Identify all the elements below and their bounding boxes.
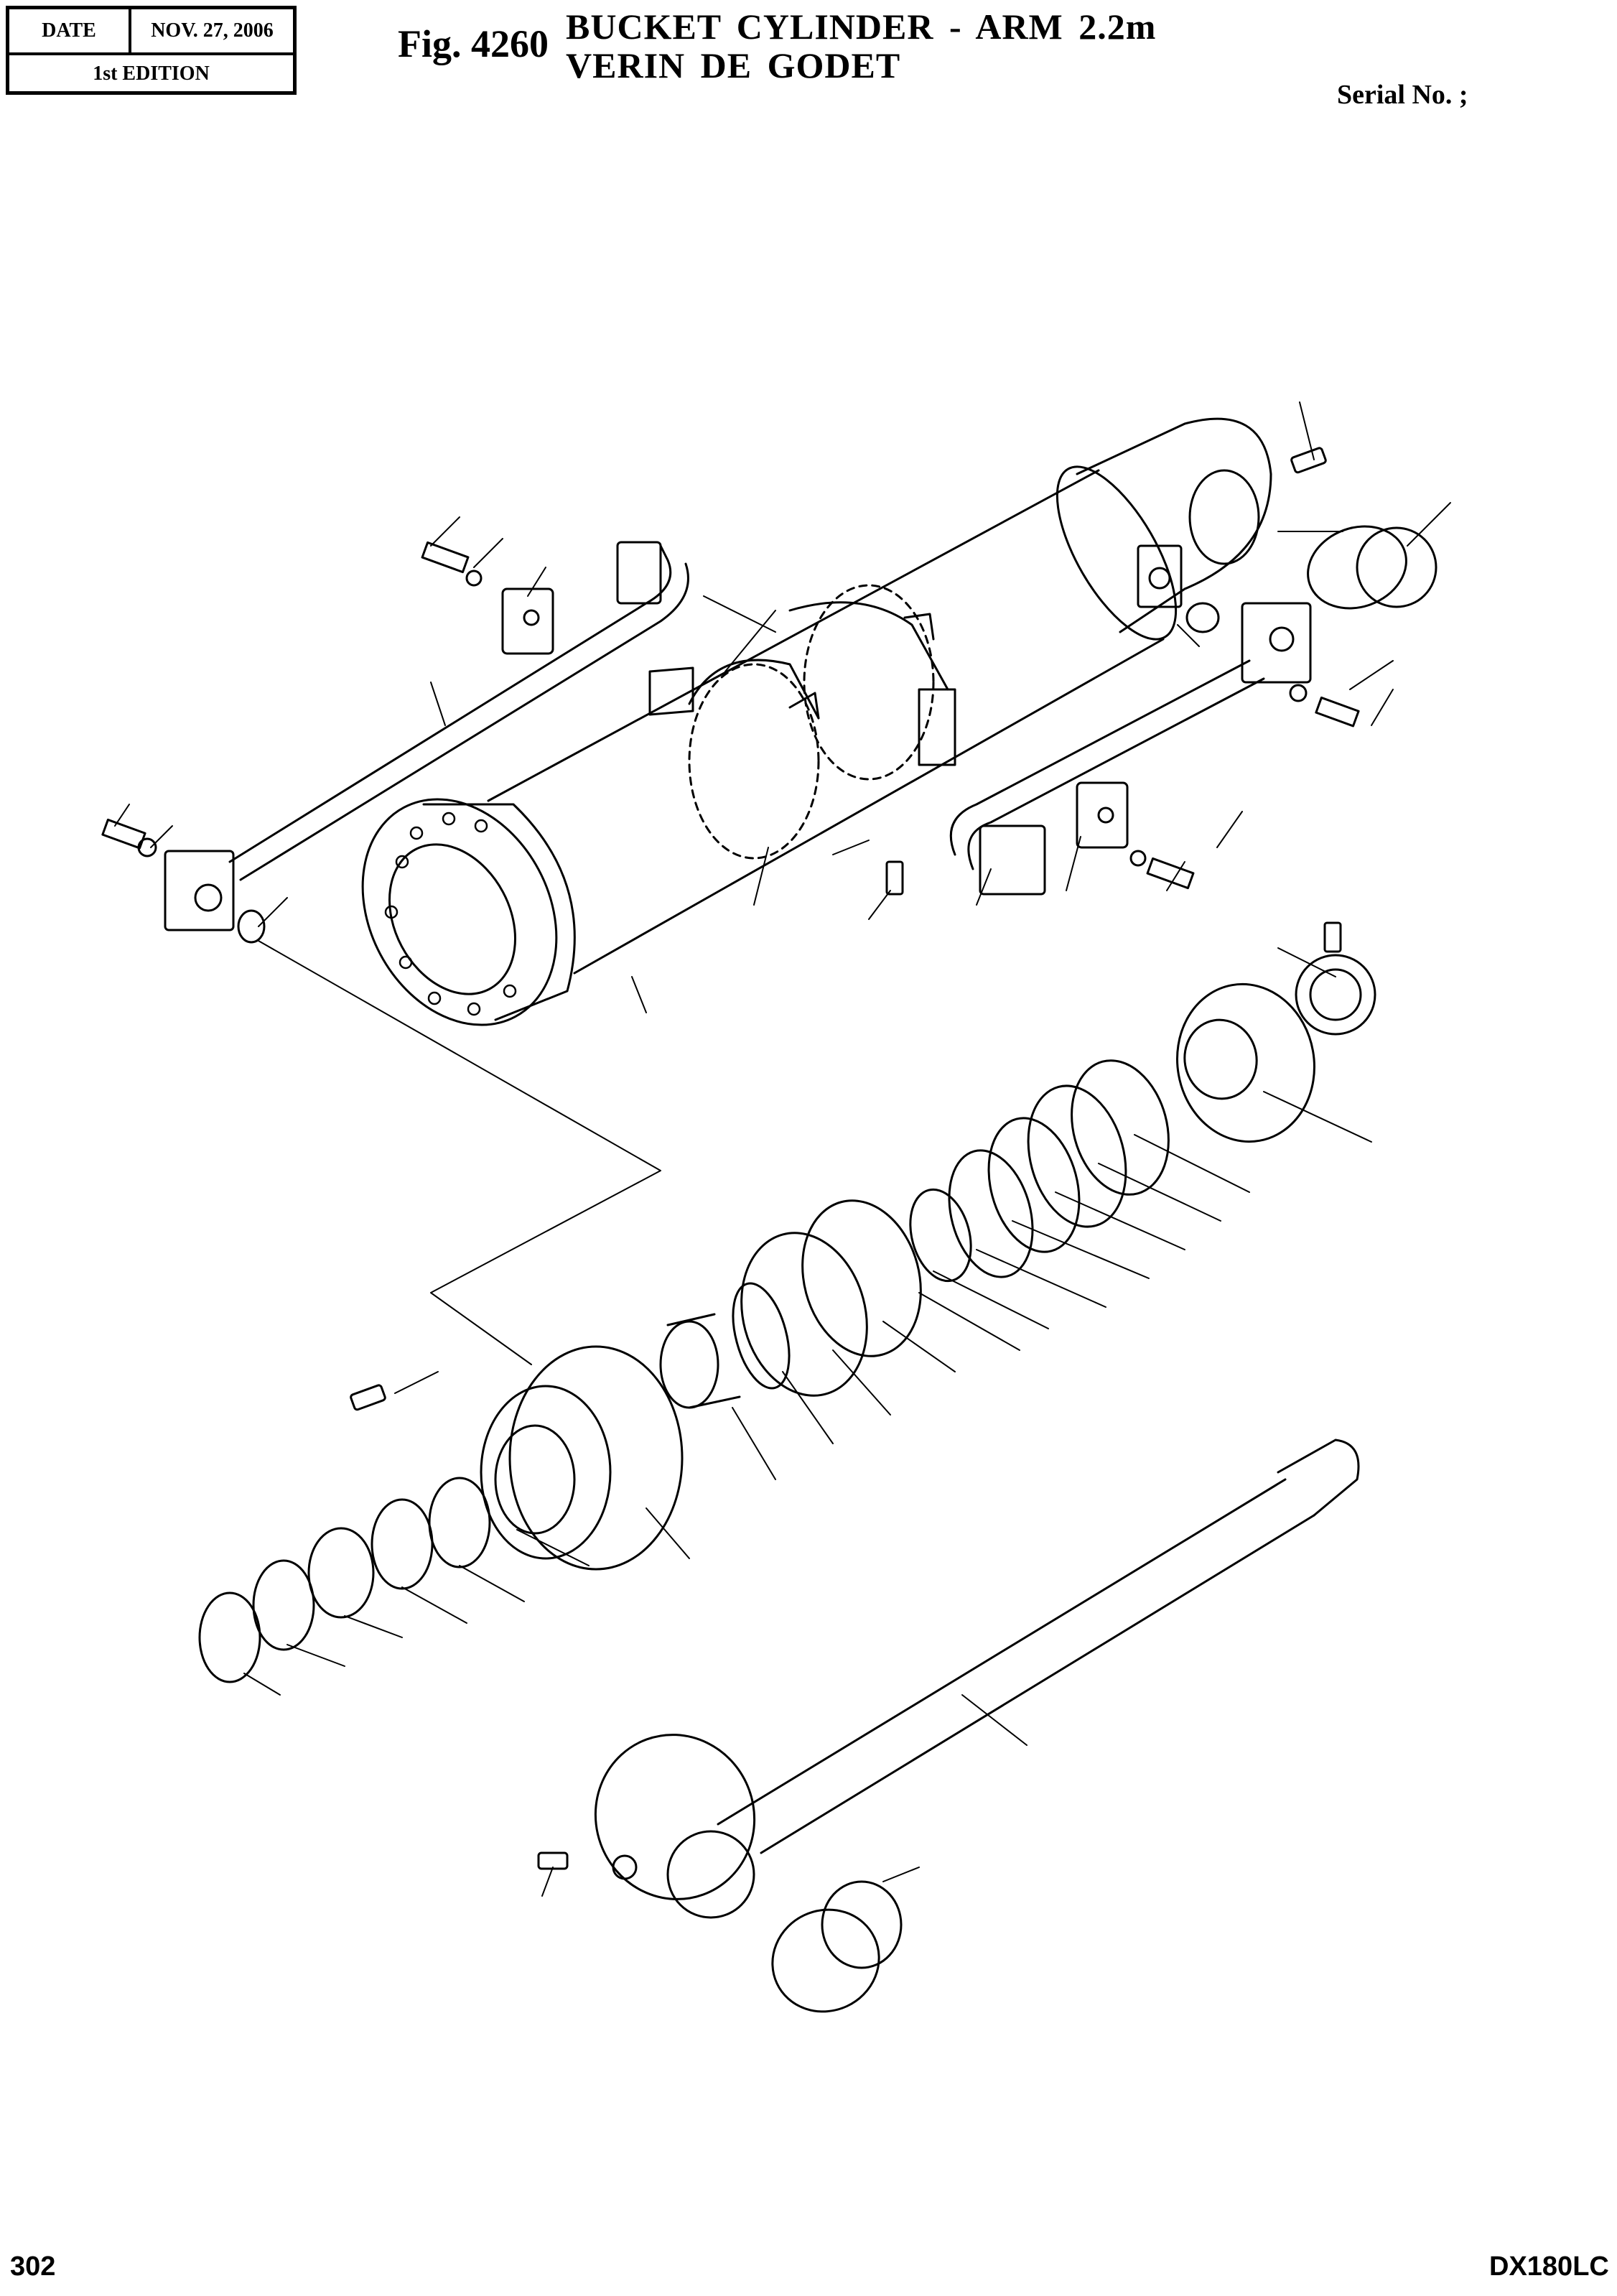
rod-eye bbox=[594, 1734, 756, 1919]
pipe-clamp-lower bbox=[1076, 781, 1129, 849]
bushing-bottom bbox=[771, 1880, 903, 2013]
grease-nipple-bottom bbox=[537, 1851, 569, 1870]
bolt-upper-left bbox=[421, 541, 483, 587]
cylinder-tube bbox=[487, 465, 1178, 975]
leader-lines bbox=[114, 401, 1451, 1897]
cylinder-head-flange bbox=[361, 798, 576, 1026]
date-value: NOV. 27, 2006 bbox=[151, 19, 274, 42]
piston bbox=[1176, 982, 1315, 1143]
o-ring-left-end bbox=[237, 909, 266, 944]
bushing-top bbox=[1307, 525, 1437, 610]
serial-number-label: Serial No. ; bbox=[1337, 80, 1468, 110]
setscrew-center bbox=[885, 860, 904, 896]
bolt-right-end bbox=[1289, 684, 1360, 728]
title-english: BUCKET CYLINDER - ARM 2.2m bbox=[566, 6, 1157, 47]
bolt-left-end bbox=[101, 818, 157, 857]
edition-label: 1st EDITION bbox=[93, 62, 210, 85]
rod-eye-end bbox=[1076, 417, 1272, 633]
date-box: DATE NOV. 27, 2006 1st EDITION bbox=[6, 6, 297, 95]
grease-nipple-top bbox=[1290, 447, 1327, 474]
o-ring-upper-right bbox=[1185, 602, 1220, 633]
title-french: VERIN DE GODET bbox=[566, 45, 901, 85]
page-number: 302 bbox=[10, 2251, 56, 2282]
pipe-right bbox=[949, 602, 1312, 896]
piston-seal-rings bbox=[732, 1059, 1170, 1397]
pipe-left bbox=[164, 541, 689, 931]
model-code: DX180LC bbox=[1489, 2251, 1609, 2282]
piston-nut bbox=[1295, 921, 1376, 1036]
piston-rod bbox=[717, 1439, 1360, 1854]
head-bolt-holes bbox=[384, 812, 517, 1016]
pipe-clamp-upper bbox=[501, 587, 554, 655]
rod-bushing bbox=[659, 1313, 741, 1409]
date-row: DATE NOV. 27, 2006 bbox=[9, 9, 293, 55]
bolt-lower-right bbox=[1129, 850, 1195, 890]
figure-number: Fig. 4260 bbox=[398, 22, 549, 65]
rod-seal-rings bbox=[198, 1477, 491, 1683]
date-label: DATE bbox=[9, 9, 131, 52]
rod-cover bbox=[350, 1345, 684, 1571]
tube-clamp-band bbox=[648, 584, 956, 860]
